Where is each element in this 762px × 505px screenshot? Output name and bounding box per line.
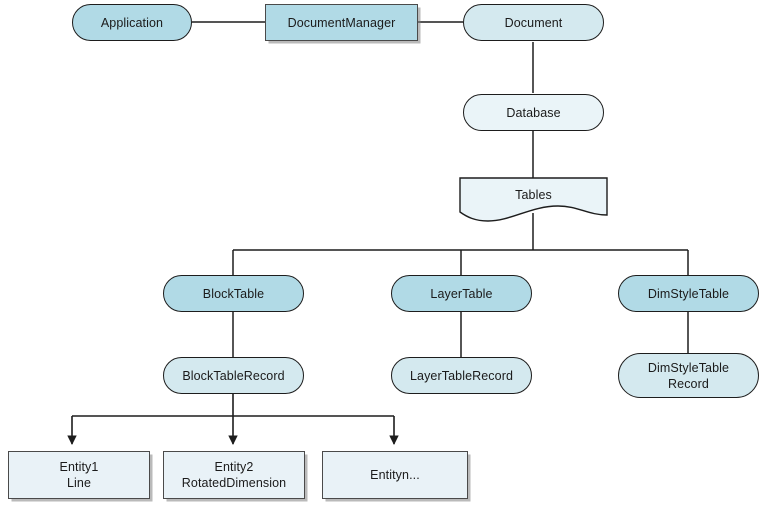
node-dim-style-table[interactable]: DimStyleTable [618, 275, 759, 312]
node-application[interactable]: Application [72, 4, 192, 41]
node-document-manager-label: DocumentManager [287, 15, 396, 30]
node-dim-style-table-record[interactable]: DimStyleTable Record [618, 353, 759, 398]
node-block-table-record[interactable]: BlockTableRecord [163, 357, 304, 394]
node-database[interactable]: Database [463, 94, 604, 131]
document-shape-icon [459, 177, 608, 225]
node-document-manager[interactable]: DocumentManager [265, 4, 418, 41]
node-dim-style-table-label: DimStyleTable [647, 286, 730, 301]
node-block-table-record-label: BlockTableRecord [182, 368, 285, 383]
node-document-label: Document [504, 15, 563, 30]
node-entity1-label: Entity1 Line [59, 460, 99, 490]
node-entity2-label: Entity2 RotatedDimension [181, 460, 287, 490]
node-layer-table-record[interactable]: LayerTableRecord [391, 357, 532, 394]
node-document[interactable]: Document [463, 4, 604, 41]
node-tables-label: Tables [515, 188, 552, 202]
node-entity1[interactable]: Entity1 Line [8, 451, 150, 499]
node-block-table-label: BlockTable [202, 286, 265, 301]
node-layer-table-label: LayerTable [430, 286, 493, 301]
node-block-table[interactable]: BlockTable [163, 275, 304, 312]
node-database-label: Database [506, 105, 561, 120]
node-entity2[interactable]: Entity2 RotatedDimension [163, 451, 305, 499]
node-dim-style-table-record-label: DimStyleTable Record [647, 360, 730, 391]
node-application-label: Application [100, 15, 164, 30]
node-entityn[interactable]: Entityn... [322, 451, 468, 499]
node-tables[interactable]: Tables [459, 177, 608, 225]
node-layer-table-record-label: LayerTableRecord [409, 368, 514, 383]
node-layer-table[interactable]: LayerTable [391, 275, 532, 312]
node-entityn-label: Entityn... [370, 468, 420, 482]
